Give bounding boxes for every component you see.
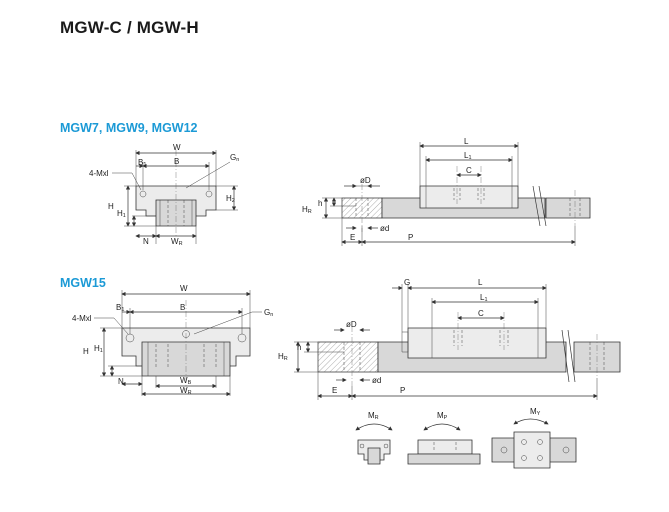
page-title: MGW-C / MGW-H xyxy=(60,18,199,37)
label-w: W xyxy=(173,143,181,152)
label-h-15: H xyxy=(83,347,89,356)
label-c-15: C xyxy=(478,309,484,318)
label-h-small: h xyxy=(318,199,322,208)
label-wb-15: WB xyxy=(180,376,192,386)
section-heading-small: MGW7, MGW9, MGW12 xyxy=(60,121,198,135)
label-w-15: W xyxy=(180,284,188,293)
label-g-15: G xyxy=(404,278,410,287)
label-e-15: E xyxy=(332,386,337,395)
label-b1: B1 xyxy=(138,158,146,168)
label-h1: H1 xyxy=(117,209,126,219)
label-m: 4-Mxl xyxy=(89,169,109,178)
label-l1: L1 xyxy=(464,151,472,161)
label-l-15: L xyxy=(478,278,483,287)
mgw15-side-view xyxy=(294,284,621,400)
label-p: P xyxy=(408,233,413,242)
moment-mr xyxy=(355,423,393,465)
label-hr-15: HR xyxy=(278,352,288,362)
section-heading-mgw15: MGW15 xyxy=(60,276,106,290)
label-h2: H2 xyxy=(226,194,235,204)
label-c: C xyxy=(466,166,472,175)
label-gn-15: Gn xyxy=(264,308,273,318)
label-e: E xyxy=(350,233,355,242)
label-d-large: øD xyxy=(360,176,371,185)
label-l1-15: L1 xyxy=(480,293,488,303)
label-m-15: 4-Mxl xyxy=(72,314,92,323)
moment-my-label: MY xyxy=(530,407,541,417)
label-wr: WR xyxy=(171,237,183,247)
label-b: B xyxy=(174,157,179,166)
label-h1-15: H1 xyxy=(94,344,103,354)
label-gn: Gn xyxy=(230,153,239,163)
mgw15-front-view xyxy=(94,290,262,397)
label-n-15: N xyxy=(118,377,124,386)
label-n: N xyxy=(143,237,149,246)
label-b1-15: B1 xyxy=(116,303,124,313)
moment-mp xyxy=(407,423,481,465)
small-side-view xyxy=(322,142,591,246)
small-front-view xyxy=(112,150,238,244)
label-hr: HR xyxy=(302,205,312,215)
moment-mp-label: MP xyxy=(437,411,448,421)
moment-mr-label: MR xyxy=(368,411,379,421)
label-p-15: P xyxy=(400,386,405,395)
label-d-small: ød xyxy=(380,224,389,233)
moment-my xyxy=(491,418,577,469)
label-d-large-15: øD xyxy=(346,320,357,329)
label-wr-15: WR xyxy=(180,386,192,396)
label-d-small-15: ød xyxy=(372,376,381,385)
label-b-15: B xyxy=(180,303,185,312)
label-l: L xyxy=(464,137,469,146)
label-h: H xyxy=(108,202,114,211)
label-h-small-15: h xyxy=(297,343,301,352)
